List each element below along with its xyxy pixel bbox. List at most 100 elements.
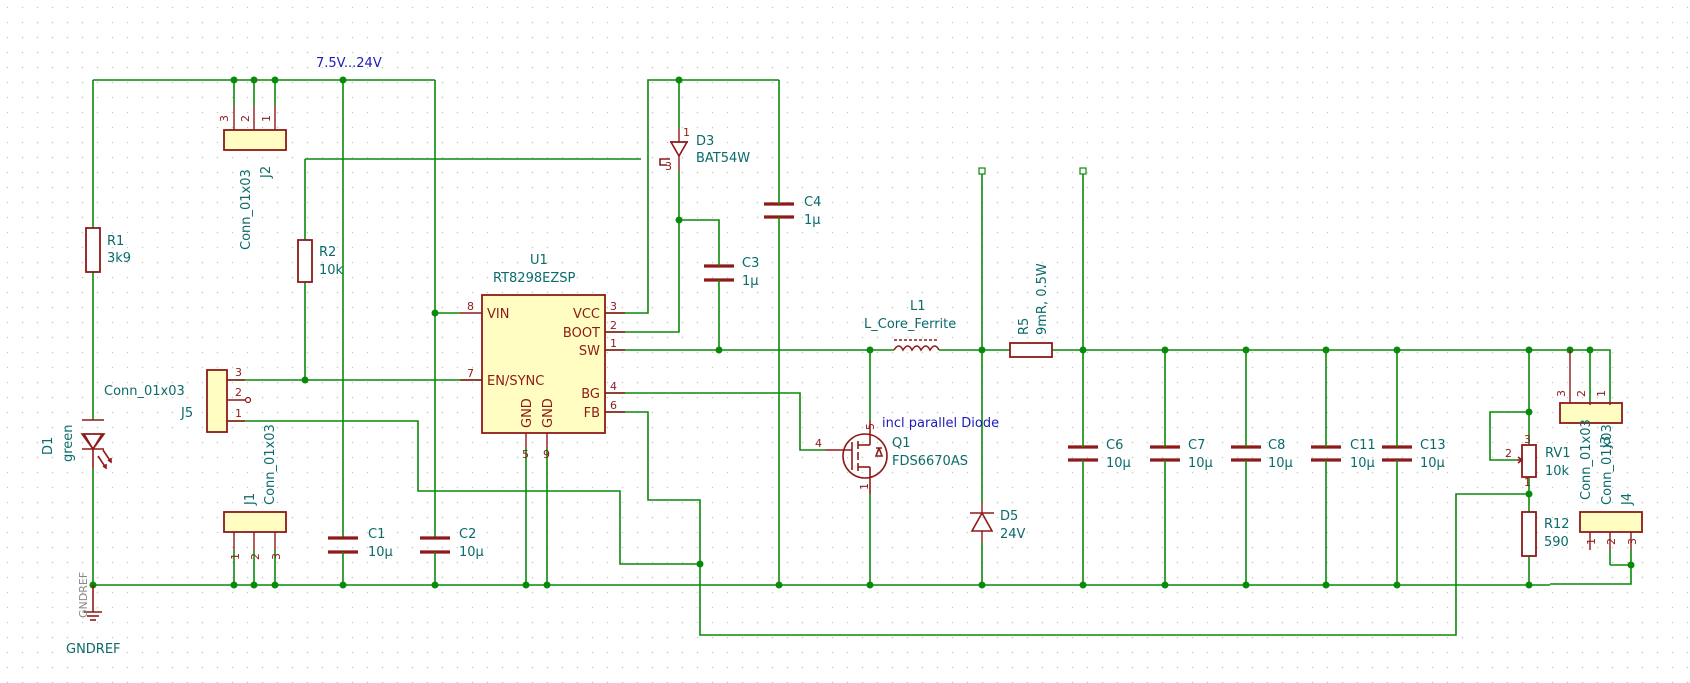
diode-d3[interactable]: 1 3 D3 BAT54W (659, 126, 750, 173)
c11-ref: C11 (1350, 438, 1376, 453)
d1-ref: D1 (41, 437, 56, 455)
c4-value: 1µ (804, 213, 821, 228)
test-point-a (978, 167, 986, 175)
r2-ref: R2 (319, 245, 336, 260)
r5-ref: R5 (1017, 318, 1032, 335)
connector-j5[interactable]: 3 2 1 Conn_01x03 J5 (104, 366, 252, 433)
svg-text:1: 1 (683, 126, 690, 139)
svg-text:1: 1 (1524, 476, 1531, 489)
svg-text:4: 4 (815, 437, 822, 450)
connector-j2[interactable]: 3 2 1 Conn_01x03 J2 (218, 106, 287, 250)
svg-text:GNDREF: GNDREF (77, 572, 90, 618)
j2-ref: J2 (259, 166, 274, 179)
svg-text:VIN: VIN (487, 307, 509, 322)
u1-ref: U1 (530, 253, 548, 268)
svg-text:BG: BG (581, 387, 600, 402)
connector-j3[interactable]: 3 2 1 Conn_01x03 J3 (1555, 350, 1623, 500)
j5-ref: J5 (180, 406, 193, 421)
capacitor-c3[interactable]: C3 1µ (704, 252, 759, 289)
svg-text:3: 3 (1555, 390, 1568, 397)
capacitor-c8[interactable]: C8 10µ (1231, 433, 1293, 474)
l1-value: L_Core_Ferrite (864, 317, 956, 332)
j3-value: Conn_01x03 (1579, 419, 1594, 500)
c3-ref: C3 (742, 256, 759, 271)
c11-value: 10µ (1350, 456, 1375, 471)
r12-value: 590 (1544, 535, 1569, 550)
capacitor-c11[interactable]: C11 10µ (1311, 433, 1376, 474)
c3-value: 1µ (742, 274, 759, 289)
zener-d5[interactable]: D5 24V (970, 502, 1026, 542)
rv1-value: 10k (1545, 464, 1570, 479)
c8-ref: C8 (1268, 438, 1285, 453)
gndref-label: GNDREF (66, 642, 121, 657)
capacitor-c4[interactable]: C4 1µ (764, 192, 821, 228)
connector-j1[interactable]: 1 2 3 J1 Conn_01x03 (223, 424, 287, 560)
c7-value: 10µ (1188, 456, 1213, 471)
ic-u1[interactable]: U1 RT8298EZSP 8 7 VIN EN/SYNC 5 9 GND GN… (460, 253, 625, 461)
connector-j4[interactable]: 1 2 3 Conn_01x03 J4 (1579, 424, 1643, 550)
j1-ref: J1 (243, 493, 258, 506)
note-parallel-diode: incl parallel Diode (882, 416, 999, 431)
svg-text:2: 2 (1605, 538, 1618, 545)
capacitor-c6[interactable]: C6 10µ (1068, 433, 1131, 474)
d5-ref: D5 (1000, 509, 1018, 524)
svg-text:2: 2 (610, 319, 617, 332)
svg-text:2: 2 (235, 386, 242, 399)
svg-text:1: 1 (858, 483, 871, 490)
svg-text:1: 1 (1595, 390, 1608, 397)
c1-ref: C1 (368, 527, 385, 542)
svg-text:1: 1 (235, 407, 242, 420)
svg-text:5: 5 (864, 423, 877, 430)
potentiometer-rv1[interactable]: 3 2 1 RV1 10k (1505, 433, 1571, 489)
r5-value: 9mR, 0.5W (1035, 263, 1050, 335)
j5-value: Conn_01x03 (104, 384, 185, 399)
c7-ref: C7 (1188, 438, 1205, 453)
capacitor-c7[interactable]: C7 10µ (1150, 433, 1213, 474)
c2-value: 10µ (459, 545, 484, 560)
net-label-vin: 7.5V...24V (316, 56, 382, 71)
j1-value: Conn_01x03 (263, 424, 278, 505)
l1-ref: L1 (910, 299, 926, 314)
capacitor-c13[interactable]: C13 10µ (1382, 433, 1446, 474)
svg-text:3: 3 (218, 115, 231, 122)
svg-text:3: 3 (270, 553, 283, 560)
c6-ref: C6 (1106, 438, 1123, 453)
svg-text:SW: SW (579, 344, 600, 359)
c4-ref: C4 (804, 195, 821, 210)
svg-text:1: 1 (260, 115, 273, 122)
svg-text:1: 1 (229, 553, 242, 560)
resistor-r1[interactable]: R1 3k9 (85, 227, 131, 273)
j2-value: Conn_01x03 (239, 169, 254, 250)
rv1-ref: RV1 (1545, 446, 1571, 461)
svg-text:3: 3 (610, 300, 617, 313)
svg-text:1: 1 (610, 337, 617, 350)
shunt-r5[interactable]: R5 9mR, 0.5W (1009, 263, 1053, 358)
c1-value: 10µ (368, 545, 393, 560)
svg-text:4: 4 (610, 380, 617, 393)
mosfet-q1[interactable]: 4 5 1 Q1 FDS6670AS (815, 420, 968, 494)
svg-text:BOOT: BOOT (563, 326, 600, 341)
svg-text:8: 8 (467, 300, 474, 313)
q1-ref: Q1 (892, 436, 911, 451)
inductor-l1[interactable]: L1 L_Core_Ferrite (864, 299, 956, 352)
resistor-r12[interactable]: R12 590 (1521, 511, 1570, 557)
svg-text:3: 3 (1524, 433, 1531, 446)
j4-value: Conn_01x03 (1600, 424, 1615, 505)
wires (92, 79, 1632, 636)
capacitor-c2[interactable]: C2 10µ (420, 527, 484, 562)
d1-value: green (61, 424, 76, 462)
resistor-r2[interactable]: R2 10k (297, 239, 344, 283)
q1-value: FDS6670AS (892, 454, 968, 469)
svg-text:2: 2 (1505, 447, 1512, 460)
svg-text:7: 7 (467, 367, 474, 380)
d5-value: 24V (1000, 527, 1026, 542)
test-point-b (1079, 167, 1087, 175)
u1-value: RT8298EZSP (493, 271, 575, 286)
svg-text:5: 5 (522, 448, 529, 461)
svg-text:1: 1 (1585, 538, 1598, 545)
c8-value: 10µ (1268, 456, 1293, 471)
led-d1[interactable]: D1 green (41, 419, 112, 470)
r1-value: 3k9 (107, 251, 131, 266)
c13-value: 10µ (1420, 456, 1445, 471)
capacitor-c1[interactable]: C1 10µ (328, 527, 393, 562)
